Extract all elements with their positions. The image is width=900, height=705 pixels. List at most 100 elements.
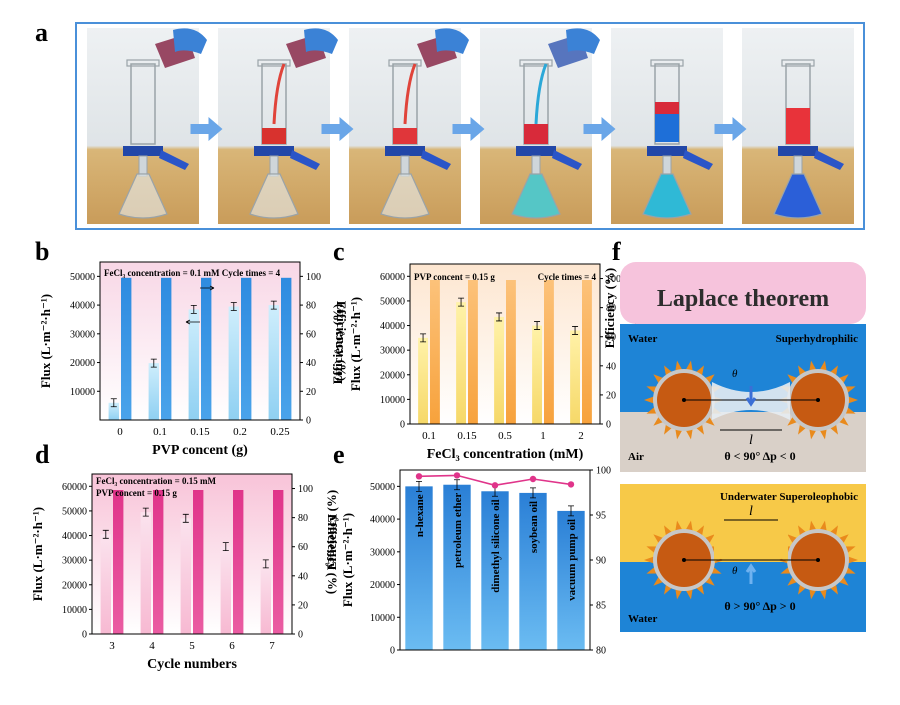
efficiency-point — [529, 475, 537, 483]
arrow-right-icon — [200, 285, 215, 291]
spike — [704, 374, 715, 384]
error-bar — [420, 333, 427, 343]
y-tick-label: 60000 — [62, 482, 87, 493]
y-axis-label: Flux (L·m⁻²·h⁻¹) — [38, 294, 53, 388]
flux-bar — [220, 546, 231, 634]
error-bar — [496, 312, 503, 322]
spike — [675, 360, 683, 372]
x-axis-label: FeCl₃ concentration (mM) — [427, 447, 584, 462]
y-right-axis-label: Efficiency (%) — [325, 514, 340, 595]
spike — [685, 360, 693, 372]
error-bar — [110, 398, 117, 408]
y-tick-label: 10000 — [62, 605, 87, 616]
flux-bar — [532, 325, 542, 424]
x-tick-label: 0 — [117, 426, 123, 438]
length-label: l — [749, 433, 753, 448]
y-axis-label: Flux (L·m⁻²·h⁻¹) — [340, 513, 355, 607]
x-tick-label: 5 — [189, 640, 195, 652]
flux-bar — [405, 486, 433, 650]
y-right-tick-label: 100 — [306, 272, 321, 283]
spike — [653, 576, 664, 586]
spike — [685, 588, 693, 600]
error-bar — [572, 326, 579, 335]
spike — [809, 428, 817, 440]
y-tick-label: 50000 — [370, 482, 395, 493]
error-bar — [270, 300, 277, 310]
spike — [787, 576, 798, 586]
error-bar — [222, 542, 229, 552]
spike — [819, 588, 827, 600]
y-tick-label: 50000 — [62, 506, 87, 517]
efficiency-point — [415, 473, 423, 480]
bar-category-label: petroleum ether — [452, 493, 464, 568]
efficiency-bar — [153, 490, 164, 634]
arrow-right-icon — [583, 117, 616, 141]
superhydrophilic-label: Superhydrophilic — [776, 333, 858, 345]
x-tick-label: 0.25 — [270, 426, 290, 438]
plot-background — [92, 474, 292, 634]
x-tick-label: 0.1 — [153, 426, 167, 438]
pressure-arrow-down — [745, 386, 757, 407]
flux-bar — [494, 316, 504, 424]
y-tick-label: 10000 — [70, 387, 95, 398]
x-axis-label: Cycle numbers — [147, 657, 237, 672]
y-right-tick-label: 0 — [606, 420, 611, 431]
x-tick-label: 0.1 — [422, 430, 436, 442]
meniscus-bottom — [714, 532, 788, 562]
y-tick-label: 20000 — [370, 580, 395, 591]
y-right-tick-label: 40 — [606, 361, 616, 372]
x-tick-label: 6 — [229, 640, 235, 652]
efficiency-point — [567, 481, 575, 488]
y-tick-label: 50000 — [380, 296, 405, 307]
plot-frame — [99, 261, 301, 421]
y-tick-label: 50000 — [70, 272, 95, 283]
spike — [644, 396, 655, 404]
spike — [653, 416, 664, 426]
error-bar — [534, 321, 541, 330]
bar-category-label: soybean oil — [528, 501, 540, 553]
y-right-tick-label: 20 — [306, 387, 316, 398]
y-right-tick-label: 20 — [298, 600, 308, 611]
efficiency-point — [491, 482, 499, 489]
spike — [819, 520, 827, 532]
x-tick-label: 0.2 — [233, 426, 247, 438]
laplace-title-box — [620, 262, 866, 324]
photo-step-1 — [87, 28, 207, 224]
annotation-1: FeCl₃ concentration = 0.15 mM — [96, 476, 217, 486]
panel-label-a: a — [35, 18, 48, 47]
spike — [847, 396, 858, 404]
x-tick-label: 1 — [540, 430, 546, 442]
arrow-right-icon — [190, 117, 223, 141]
flux-bar — [108, 402, 119, 420]
side-efficiency-label: Efficiency (%) — [602, 268, 617, 349]
spike — [819, 360, 827, 372]
x-tick-label: 0.15 — [457, 430, 477, 442]
y-right-axis-label: Efficiency (%) — [334, 301, 349, 382]
spike — [685, 428, 693, 440]
efficiency-bar — [273, 490, 284, 634]
filtration-photo-sequence — [87, 28, 854, 224]
spike — [838, 374, 849, 384]
error-bar — [102, 529, 109, 539]
photo-step-4 — [480, 28, 600, 224]
spike — [838, 576, 849, 586]
flux-bar — [519, 492, 547, 650]
x-tick-label: 0.15 — [190, 426, 210, 438]
y-tick-label: 10000 — [370, 613, 395, 624]
annotation-right: Cycle times = 4 — [538, 272, 597, 282]
x-axis-label: PVP concent (g) — [152, 443, 248, 458]
spike — [675, 588, 683, 600]
y-tick-label: 0 — [82, 630, 87, 641]
efficiency-bar — [241, 277, 252, 420]
plot-background — [410, 264, 600, 424]
bar-category-label: vacuum pump oil — [566, 519, 578, 601]
spike — [809, 588, 817, 600]
flux-bar — [481, 491, 509, 650]
flux-bar — [228, 306, 239, 420]
y-tick-label: 30000 — [62, 556, 87, 567]
bar-category-label: dimethyl silicone oil — [490, 499, 502, 592]
